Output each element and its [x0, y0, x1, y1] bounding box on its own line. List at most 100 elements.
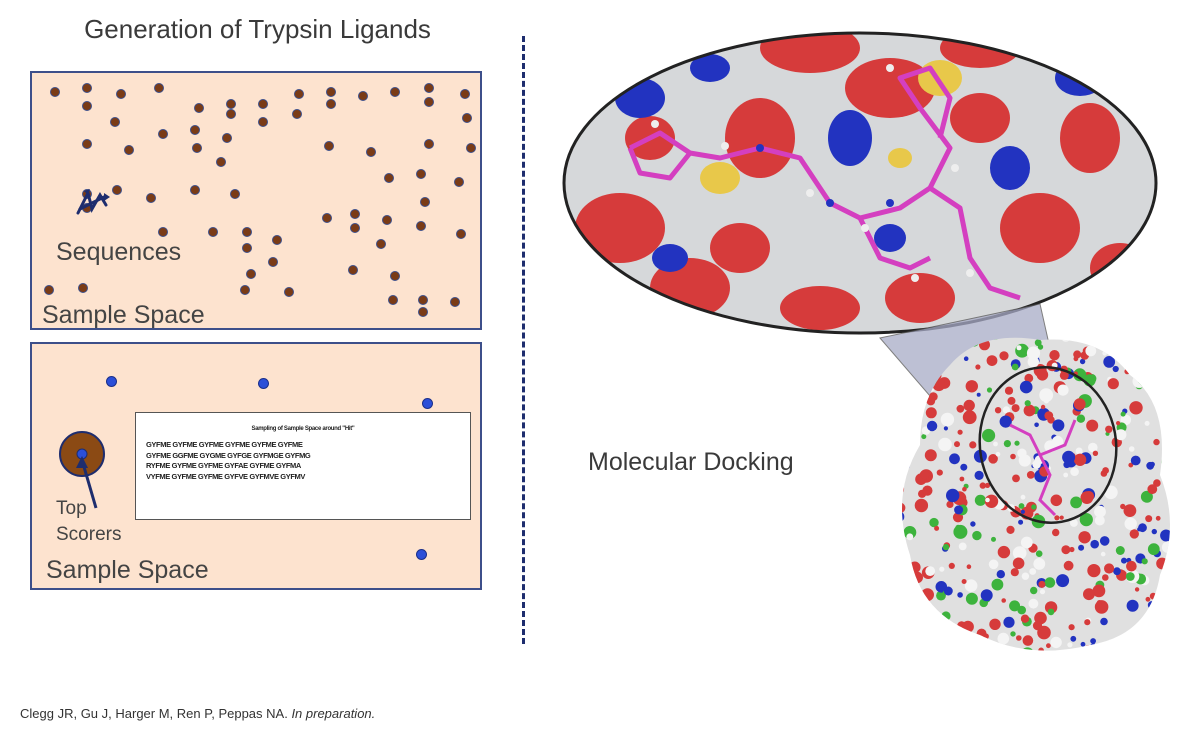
- sequence-line: RYFME GYFME GYFME GYFAE GYFME GYFMA: [146, 461, 301, 470]
- surface-speckle: [958, 644, 966, 651]
- surface-speckle: [909, 419, 921, 432]
- surface-speckle: [976, 662, 980, 665]
- surface-speckle: [902, 384, 908, 397]
- sequence-dot: [82, 101, 92, 111]
- surface-speckle: [995, 451, 1001, 457]
- surface-speckle: [1115, 546, 1125, 555]
- surface-speckle: [921, 434, 927, 440]
- surface-speckle: [1076, 414, 1086, 423]
- surface-speckle: [1054, 515, 1060, 521]
- surface-speckle: [967, 636, 978, 647]
- surface-speckle: [1057, 384, 1069, 396]
- surface-speckle: [1138, 645, 1147, 651]
- surface-speckle: [890, 331, 898, 339]
- sequence-dot: [216, 157, 226, 167]
- surface-speckle: [945, 638, 956, 649]
- surface-speckle: [1126, 560, 1137, 572]
- surface-speckle: [1155, 385, 1169, 399]
- surface-speckle: [948, 562, 955, 569]
- surface-speckle: [1102, 467, 1109, 474]
- surface-speckle: [1020, 509, 1025, 514]
- surface-speckle: [1116, 421, 1121, 426]
- surface-speckle: [907, 581, 918, 592]
- surface-speckle: [1012, 557, 1025, 570]
- surface-speckle: [1061, 545, 1071, 555]
- surface-speckle: [1165, 428, 1170, 437]
- surface-speckle: [943, 649, 950, 651]
- citation: Clegg JR, Gu J, Harger M, Ren P, Peppas …: [20, 706, 375, 721]
- surface-speckle: [989, 618, 1001, 630]
- surface-speckle: [996, 570, 1005, 579]
- surface-speckle: [976, 392, 981, 397]
- surface-speckle: [922, 485, 933, 496]
- surface-speckle: [1070, 496, 1082, 509]
- surface-speckle: [1149, 461, 1155, 467]
- surface-speckle: [1088, 325, 1094, 329]
- surface-speckle: [1085, 345, 1097, 357]
- hit-dot: [106, 376, 117, 387]
- surface-speckle: [1052, 419, 1065, 432]
- surface-speckle: [1100, 551, 1106, 557]
- sequence-dot: [450, 297, 460, 307]
- surface-speckle: [1070, 467, 1079, 476]
- surface-speckle: [954, 505, 964, 515]
- surface-speckle: [1155, 515, 1161, 521]
- surface-speckle: [1180, 656, 1187, 663]
- top-scorer-marker-icon: [59, 431, 105, 509]
- sequence-dot: [358, 91, 368, 101]
- surface-speckle: [986, 355, 998, 366]
- surface-speckle: [1092, 584, 1106, 598]
- surface-speckle: [891, 406, 896, 411]
- surface-speckle: [890, 516, 897, 528]
- sequence-dot: [350, 209, 360, 219]
- surface-speckle: [975, 364, 981, 370]
- sequence-dot: [242, 227, 252, 237]
- section-divider: [522, 36, 525, 644]
- surface-speckle: [1099, 536, 1110, 546]
- surface-speckle: [997, 545, 1011, 559]
- surface-speckle: [936, 469, 943, 476]
- surface-speckle: [1181, 560, 1190, 571]
- surface-speckle: [1007, 396, 1016, 405]
- surface-speckle: [921, 633, 933, 645]
- surface-speckle: [957, 592, 963, 598]
- surface-speckle: [1169, 624, 1170, 634]
- surface-speckle: [1038, 647, 1044, 651]
- sequence-dot: [294, 89, 304, 99]
- surface-speckle: [1020, 536, 1033, 549]
- surface-speckle: [963, 356, 969, 361]
- surface-speckle: [1179, 420, 1184, 425]
- sequence-dot: [230, 189, 240, 199]
- surface-speckle: [1180, 435, 1184, 439]
- sequence-dot: [154, 83, 164, 93]
- surface-speckle: [1073, 398, 1086, 410]
- surface-speckle: [979, 482, 986, 489]
- sequences-label: Sequences: [56, 238, 182, 266]
- surface-speckle: [1001, 598, 1006, 603]
- surface-speckle: [1018, 519, 1024, 525]
- surface-speckle: [1006, 525, 1015, 534]
- sampling-box-header: Sampling of Sample Space around "Hit": [251, 426, 355, 432]
- surface-speckle: [1079, 513, 1093, 527]
- surface-speckle: [911, 344, 924, 357]
- surface-speckle: [1102, 574, 1109, 581]
- surface-speckle: [1181, 325, 1186, 329]
- surface-speckle: [1023, 404, 1036, 417]
- surface-speckle: [1151, 528, 1157, 535]
- surface-speckle: [1121, 557, 1127, 564]
- sequence-dot: [456, 229, 466, 239]
- surface-speckle: [913, 391, 925, 404]
- sequence-dot: [158, 227, 168, 237]
- surface-speckle: [1009, 600, 1021, 612]
- surface-speckle: [1134, 587, 1140, 592]
- sequence-dot: [50, 87, 60, 97]
- surface-speckle: [949, 453, 960, 465]
- sequence-dot: [226, 109, 236, 119]
- sequence-dot: [190, 125, 200, 135]
- sequence-dot: [460, 89, 470, 99]
- surface-speckle: [1027, 356, 1039, 368]
- surface-speckle: [966, 642, 978, 651]
- surface-speckle: [912, 645, 926, 651]
- surface-speckle: [1044, 577, 1056, 588]
- surface-speckle: [940, 412, 955, 427]
